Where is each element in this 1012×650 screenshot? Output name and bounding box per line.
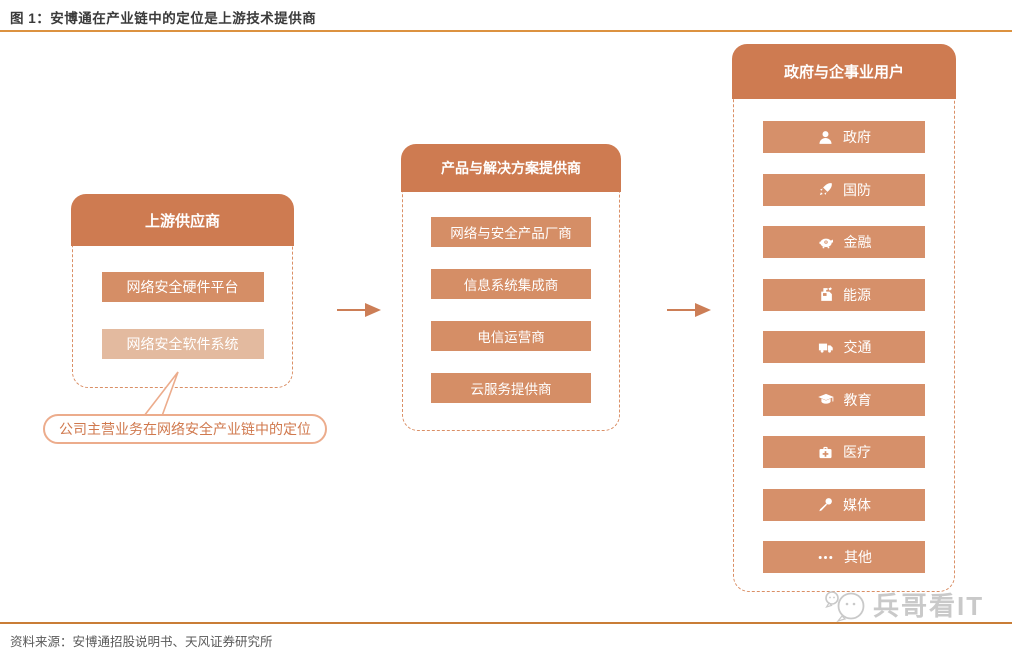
title-divider-line — [0, 30, 1012, 32]
sector-transport: 交通 — [763, 331, 925, 364]
sector-media: 媒体 — [763, 488, 925, 521]
sector-government: 政府 — [763, 121, 925, 154]
sector-other: 其他 — [763, 541, 925, 574]
solution-providers-header: 产品与解决方案提供商 — [401, 144, 621, 193]
watermark-logo: 兵哥看IT — [822, 586, 984, 623]
solution-providers-box: 产品与解决方案提供商 网络与安全产品厂商 信息系统集成商 电信运营商 云服务提供… — [401, 144, 621, 431]
education-gradcap-icon — [817, 394, 834, 405]
watermark-face-icon — [825, 590, 865, 622]
end-users-box: 政府与企事业用户 政府 国防 — [732, 44, 956, 592]
sector-education: 教育 — [763, 383, 925, 416]
sector-label: 政府 — [843, 129, 871, 146]
government-icon — [819, 131, 832, 144]
media-microphone-icon — [819, 498, 832, 512]
sector-label: 医疗 — [843, 444, 871, 461]
finance-piggybank-icon — [818, 238, 833, 249]
callout-pointer — [142, 371, 179, 417]
flow-arrow-2 — [667, 303, 711, 317]
sector-energy: 能源 — [763, 278, 925, 311]
sector-label: 国防 — [843, 181, 871, 198]
defense-rocket-icon — [819, 183, 832, 196]
sector-label: 教育 — [843, 391, 872, 408]
upstream-suppliers-box: 上游供应商 网络安全硬件平台 网络安全软件系统 — [71, 194, 294, 388]
midstream-item: 网络与安全产品厂商 — [431, 217, 591, 248]
upstream-item-hardware: 网络安全硬件平台 — [101, 272, 264, 303]
sector-label: 交通 — [843, 339, 872, 356]
figure-title: 图 1：安博通在产业链中的定位是上游技术提供商 — [10, 11, 317, 26]
upstream-item-software: 网络安全软件系统 — [101, 329, 264, 360]
transport-truck-icon — [818, 343, 833, 353]
sector-finance: 金融 — [763, 226, 925, 259]
medical-kit-icon — [819, 446, 832, 459]
flow-arrow-1 — [337, 303, 381, 317]
end-users-header: 政府与企事业用户 — [732, 44, 956, 100]
callout-note: 公司主营业务在网络安全产业链中的定位 — [43, 414, 327, 444]
sector-label: 金融 — [843, 234, 872, 251]
watermark-text: 兵哥看IT — [873, 591, 985, 621]
sector-label: 能源 — [843, 286, 871, 303]
sector-label: 其他 — [844, 549, 872, 566]
upstream-suppliers-header: 上游供应商 — [71, 194, 294, 247]
footer-divider-line — [0, 622, 1012, 624]
source-note: 资料来源：安博通招股说明书、天风证券研究所 — [10, 635, 273, 649]
other-ellipsis-icon — [818, 555, 833, 559]
midstream-item: 云服务提供商 — [431, 373, 591, 404]
sector-defense: 国防 — [763, 173, 925, 206]
midstream-item: 信息系统集成商 — [431, 269, 591, 300]
sector-medical: 医疗 — [763, 436, 925, 469]
midstream-item: 电信运营商 — [431, 321, 591, 352]
energy-fuel-icon — [821, 287, 832, 302]
sector-label: 媒体 — [843, 496, 871, 513]
